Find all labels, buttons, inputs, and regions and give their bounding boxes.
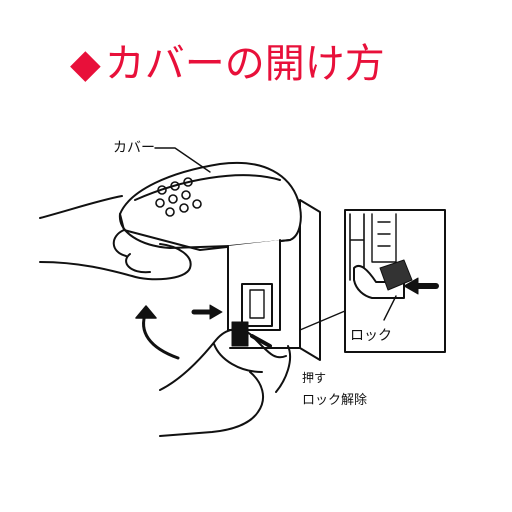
cover-housing (118, 161, 302, 249)
left-hand (39, 195, 192, 281)
cover-top-edge (134, 174, 281, 201)
page-title: ◆カバーの開け方 (70, 38, 470, 90)
diamond-marker-icon: ◆ (70, 41, 101, 87)
inset-wall (349, 213, 365, 281)
inset-latch (353, 264, 405, 299)
inset-connector (299, 307, 353, 331)
cover-label: カバー (113, 140, 155, 156)
inset-grid (371, 213, 397, 263)
push-mark-label: 押す (302, 371, 326, 385)
rotate-arrow-icon (142, 310, 180, 360)
lock-leader-line (383, 295, 397, 321)
hand-latch-detail (231, 321, 249, 347)
stand-inner (241, 283, 273, 327)
lock-label: ロック (350, 328, 392, 344)
unit-body (299, 199, 321, 361)
lock-release-label: ロック解除 (302, 393, 367, 408)
stand-slot (249, 289, 265, 319)
title-text: カバーの開け方 (104, 41, 385, 87)
inset-latch-hatch (379, 259, 413, 291)
cover-leader-line (154, 147, 211, 173)
keypad-buttons (155, 177, 202, 217)
